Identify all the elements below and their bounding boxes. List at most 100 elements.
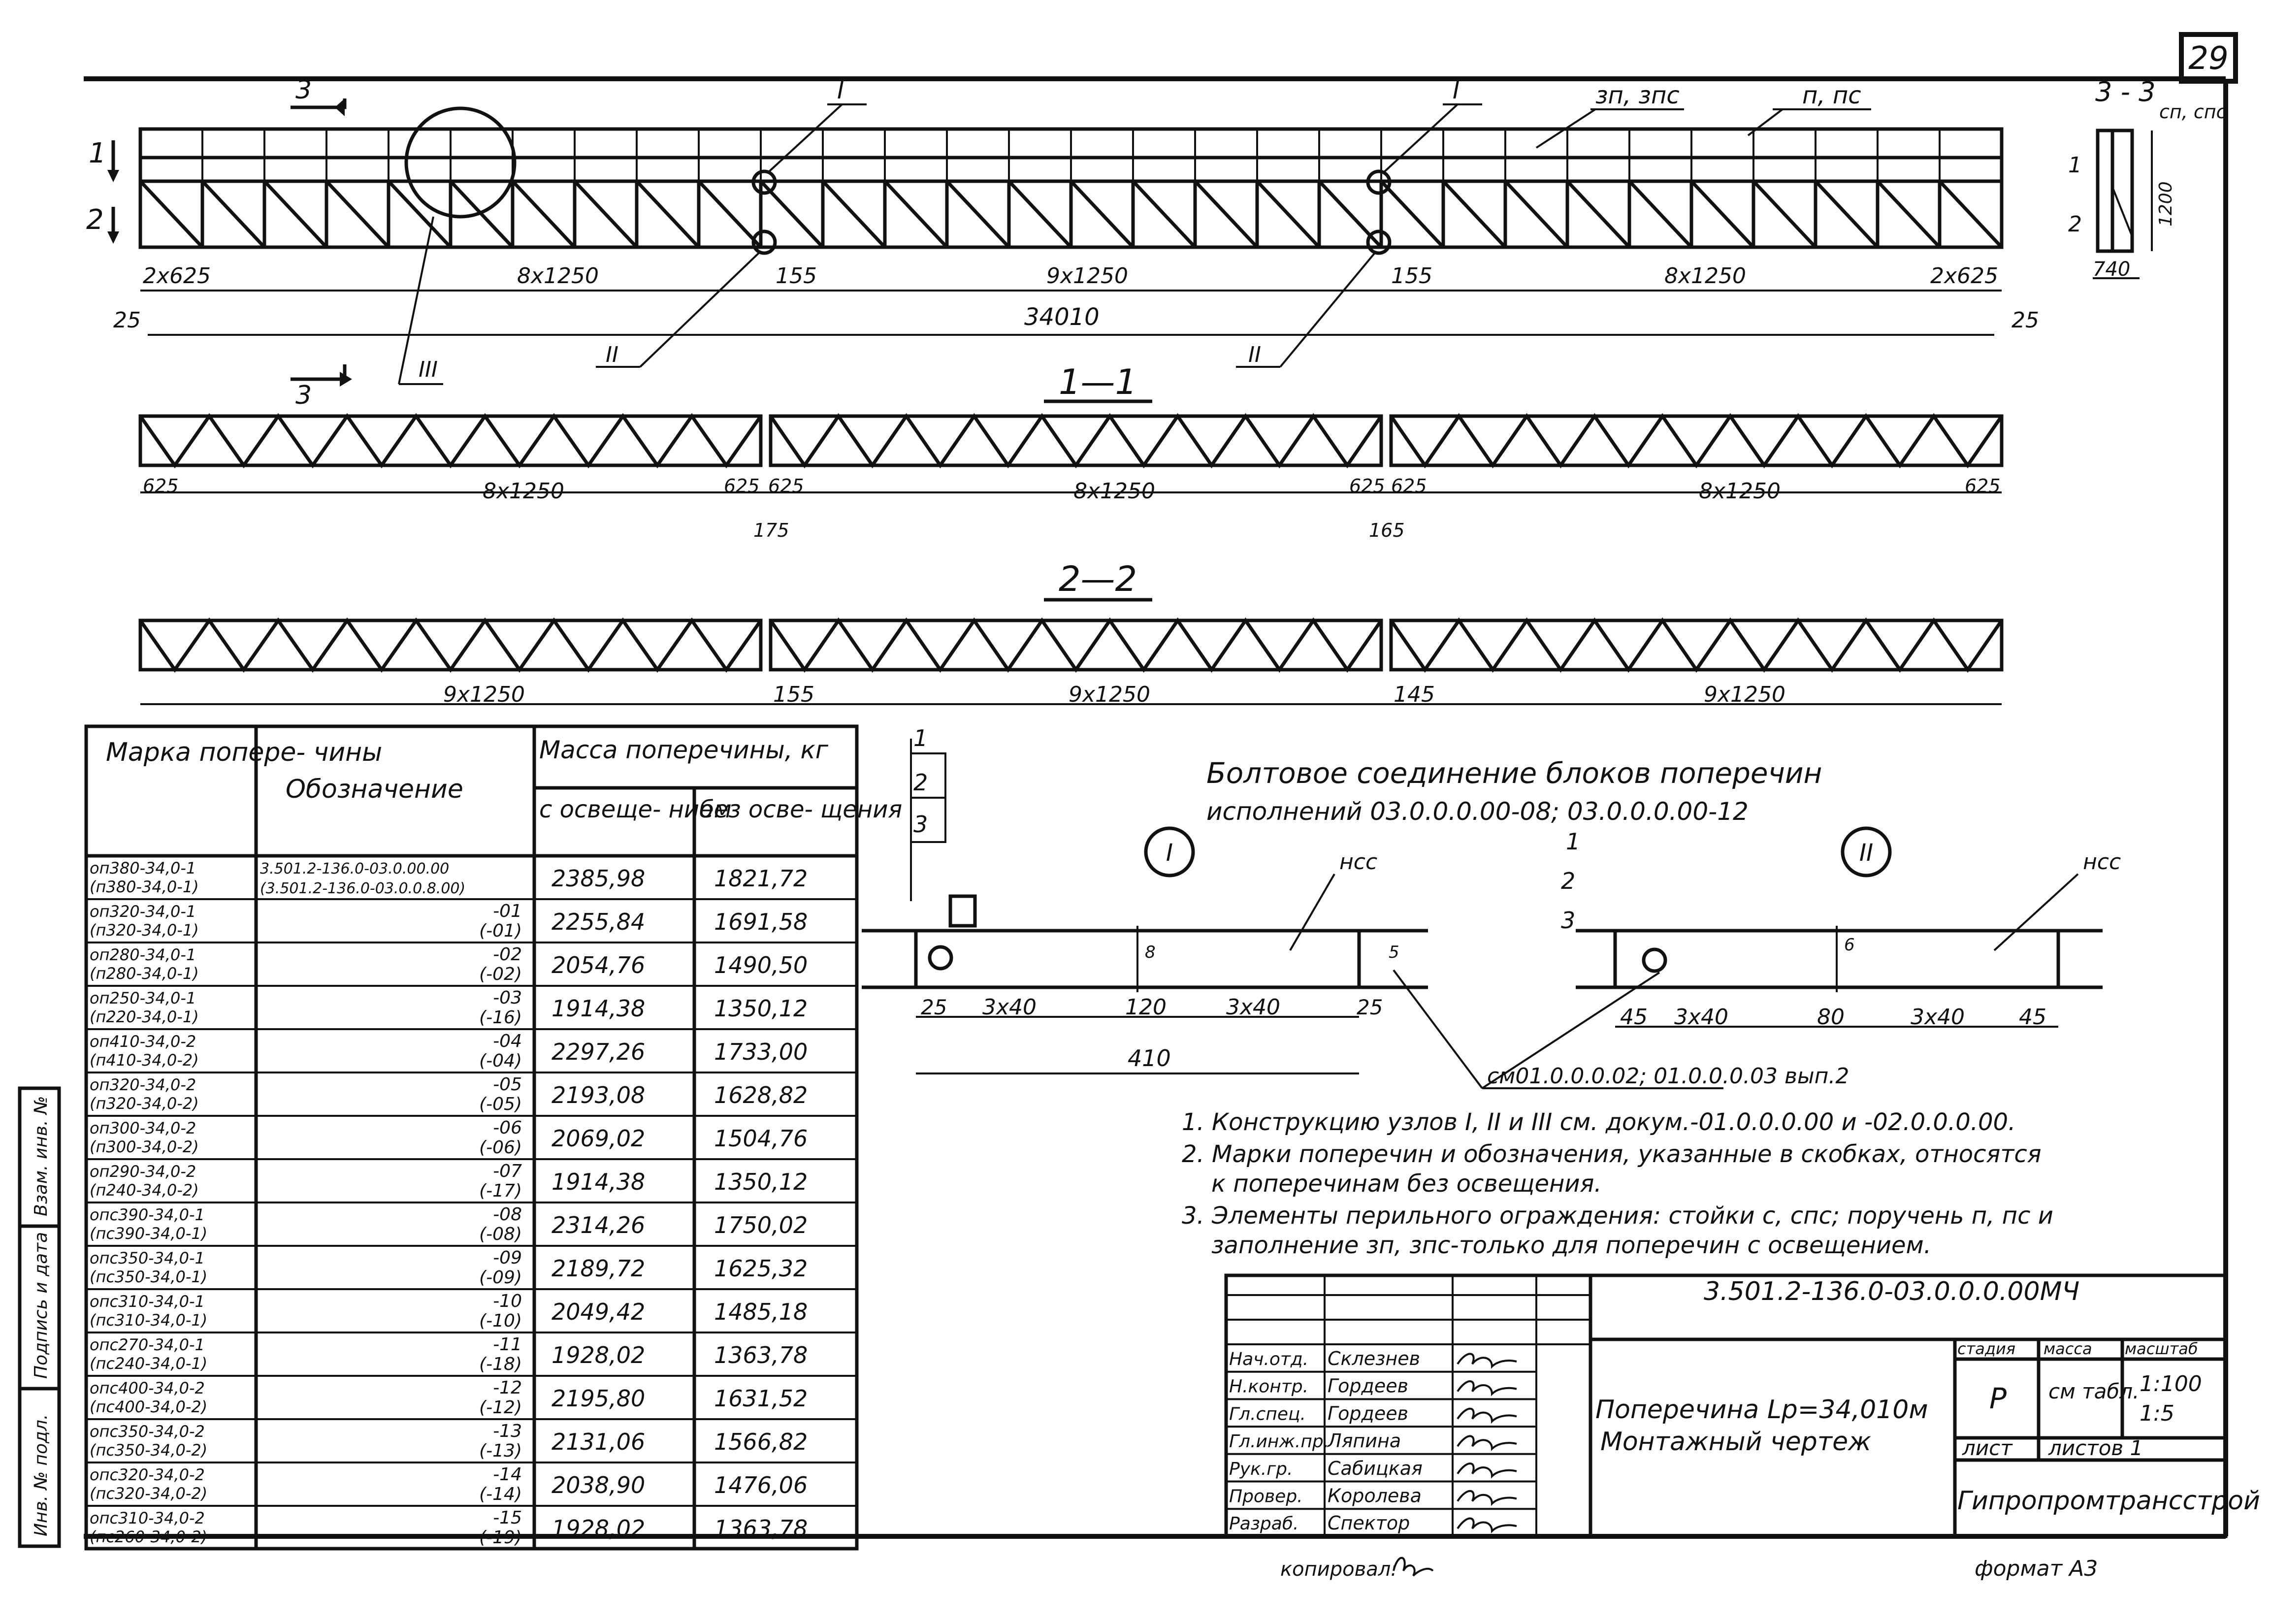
row-designation: -04 <box>493 1031 522 1051</box>
bolt-d2-1: 3x40 <box>1674 1005 1728 1030</box>
row-mass-without-light: 1476,06 <box>714 1472 808 1498</box>
row-mass-with-light: 2189,72 <box>552 1255 645 1282</box>
row-mass-without-light: 1821,72 <box>714 865 808 892</box>
signature-name: Гордеев <box>1328 1402 1408 1424</box>
copied-by-label: копировал: <box>1280 1558 1397 1581</box>
signature-scribble <box>1457 1490 1517 1506</box>
dim-span2: 9x1250 <box>1046 263 1128 289</box>
row-designation: -11 <box>493 1334 522 1355</box>
row-mass-with-light: 1928,02 <box>552 1342 645 1368</box>
node-iii-circle <box>404 106 517 219</box>
node-ii-circle <box>1841 826 1892 877</box>
section-2-2-title: 2—2 <box>1059 559 1137 599</box>
row-mark: оп280-34,0-1 <box>90 945 196 964</box>
s22-dim-0: 9x1250 <box>443 682 525 707</box>
row-mass-with-light: 2054,76 <box>552 952 645 978</box>
row-mark: оп300-34,0-2 <box>90 1119 196 1137</box>
elevation-view: 3 3 1 2 I I II II III зп, зпс п, пс 2x62… <box>86 75 2039 410</box>
table-row: оп300-34,0-2(п300-34,0-2)-06(-06)2069,02… <box>86 1118 857 1160</box>
section-3-mark-top: 3 <box>295 75 312 105</box>
dim-total: 34010 <box>1024 303 1100 331</box>
table-row: опс310-34,0-1(пс310-34,0-1)-10(-10)2049,… <box>86 1291 857 1333</box>
row-mass-without-light: 1504,76 <box>714 1125 808 1152</box>
section-1-mark: 1 <box>89 137 106 169</box>
signature-scribble <box>1457 1435 1517 1451</box>
section-3-3-label: сп, спс <box>2159 101 2227 123</box>
table-row: оп290-34,0-2(п240-34,0-2)-07(-17)1914,38… <box>86 1161 857 1203</box>
th-mass: Масса поперечины, кг <box>539 736 829 764</box>
row-designation: -08 <box>493 1204 522 1225</box>
row-mark: опс270-34,0-1 <box>90 1335 205 1354</box>
note-2b: к поперечинам без освещения. <box>1211 1170 1602 1198</box>
section-2-mark: 2 <box>86 204 104 236</box>
note-2: 2. Марки поперечин и обозначения, указан… <box>1182 1140 2042 1168</box>
row-mass-with-light: 2195,80 <box>552 1385 645 1412</box>
signature-name: Склезнев <box>1328 1348 1420 1369</box>
row-mass-with-light: 1928,02 <box>552 1515 645 1542</box>
note-3: 3. Элементы перильного ограждения: стойк… <box>1182 1202 2053 1230</box>
section-3-3-height: 1200 <box>2156 181 2176 227</box>
row-mass-without-light: 1566,82 <box>714 1429 808 1455</box>
dim-left-panel: 2x625 <box>143 263 211 289</box>
dim-gap1: 155 <box>776 263 817 289</box>
dim-right-offset: 25 <box>2011 308 2039 333</box>
s22-dim-3: 145 <box>1394 682 1435 707</box>
sheets-count: листов 1 <box>2048 1436 2143 1460</box>
row-mark: опс400-34,0-2 <box>90 1379 205 1397</box>
scale-value-1: 1:100 <box>2140 1371 2202 1397</box>
row-designation-alt: (3.501.2-136.0-03.0.0.8.00) <box>260 880 465 897</box>
row-mass-with-light: 1914,38 <box>552 995 645 1022</box>
section-1-1-title: 1—1 <box>1059 362 1137 402</box>
callout-node-i-left: I <box>837 77 844 104</box>
signature-role: Н.контр. <box>1229 1377 1308 1397</box>
row-designation: -12 <box>493 1378 522 1398</box>
bolt-hss-label-1: нсс <box>1339 849 1377 875</box>
signature-scribble <box>1457 1353 1517 1369</box>
table-row: опс390-34,0-1(пс390-34,0-1)-08(-08)2314,… <box>86 1204 857 1247</box>
row-designation-alt: (-12) <box>479 1397 522 1418</box>
bolt-d2-4: 45 <box>2019 1005 2046 1030</box>
row-mark-alt: (пс260-34,0-2) <box>90 1527 207 1546</box>
th-designation: Обозначение <box>286 775 463 804</box>
row-designation-alt: (-19) <box>479 1527 522 1548</box>
bolt-d2-3: 3x40 <box>1911 1005 1965 1030</box>
row-designation-alt: (-18) <box>479 1354 522 1374</box>
table-row: опс350-34,0-2(пс350-34,0-2)-13(-13)2131,… <box>86 1421 857 1463</box>
bolt-mark-1: 1 <box>913 725 928 751</box>
format-label: формат А3 <box>1975 1556 2098 1581</box>
section-2-2: 2—2 9x1250 155 9x1250 145 9x1250 <box>138 559 2004 707</box>
bolt-mark-3: 3 <box>913 811 928 838</box>
s11-dim-0: 625 <box>143 475 179 497</box>
row-mass-with-light: 1914,38 <box>552 1169 645 1195</box>
row-mark-alt: (пс240-34,0-1) <box>90 1354 207 1373</box>
table-row: опс350-34,0-1(пс350-34,0-1)-09(-09)2189,… <box>86 1248 857 1290</box>
th-mark: Марка попере- чины <box>106 738 382 767</box>
row-mass-without-light: 1631,52 <box>714 1385 808 1412</box>
signature-scribble <box>1457 1517 1517 1534</box>
signature-role: Нач.отд. <box>1229 1349 1308 1369</box>
table-row: опс270-34,0-1(пс240-34,0-1) -11(-18) 1928,… <box>86 1334 857 1377</box>
bolt-d1-3: 3x40 <box>1226 995 1280 1020</box>
row-mass-without-light: 1628,82 <box>714 1082 808 1108</box>
mass-table: Марка попере- чины Обозначение Масса поп… <box>84 724 902 1551</box>
bolt-d1-4: 25 <box>1357 995 1383 1019</box>
row-mass-without-light: 1625,32 <box>714 1255 808 1282</box>
signature-role: Гл.спец. <box>1229 1404 1306 1424</box>
row-designation-alt: (-01) <box>479 921 522 941</box>
row-designation-alt: (-09) <box>479 1267 522 1288</box>
bolt-subtitle: исполнений 03.0.0.0.00-08; 03.0.0.0.00-1… <box>1206 797 1749 826</box>
row-mark-alt: (п220-34,0-1) <box>90 1007 199 1026</box>
row-designation-alt: (-04) <box>479 1051 522 1071</box>
row-mass-without-light: 1490,50 <box>714 952 808 978</box>
row-mass-with-light: 2131,06 <box>552 1429 645 1455</box>
row-mass-without-light: 1733,00 <box>714 1039 808 1065</box>
bolt-title: Болтовое соединение блоков поперечин <box>1206 756 1822 790</box>
stamp-sign-date: Подпись и дата <box>31 1232 51 1379</box>
row-designation: -10 <box>493 1291 522 1311</box>
row-designation: -15 <box>493 1508 522 1528</box>
organization: Гипропромтрансстрой <box>1957 1486 2260 1516</box>
label-zp: зп, зпс <box>1595 82 1680 109</box>
row-mark-alt: (п320-34,0-1) <box>90 921 199 940</box>
bolt-d1-0: 25 <box>921 995 947 1019</box>
row-mark-alt: (пс320-34,0-2) <box>90 1484 207 1503</box>
